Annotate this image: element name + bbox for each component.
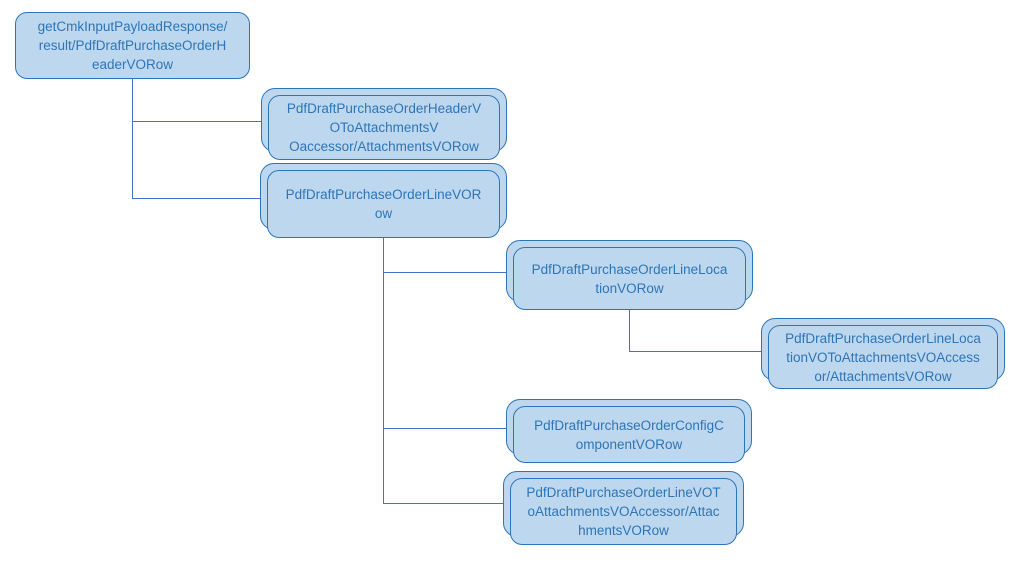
node-configcomponent-vorow[interactable]: PdfDraftPurchaseOrderConfigC omponentVOR… xyxy=(513,406,745,463)
connector-line-to-line-attachments xyxy=(383,503,503,505)
connector-root-trunk xyxy=(132,79,134,199)
node-line-attachments-vorow[interactable]: PdfDraftPurchaseOrderLineVOT oAttachment… xyxy=(510,478,737,545)
connector-line-trunk xyxy=(383,238,385,504)
node-header-attachments-vorow[interactable]: PdfDraftPurchaseOrderHeaderV OToAttachme… xyxy=(268,95,500,160)
node-linelocation-attachments-vorow[interactable]: PdfDraftPurchaseOrderLineLoca tionVOToAt… xyxy=(768,325,998,389)
connector-linelocation-trunk xyxy=(629,310,631,352)
connector-line-to-configcomponent xyxy=(383,428,506,430)
connector-linelocation-to-attachments xyxy=(629,351,761,353)
connector-root-to-line xyxy=(132,198,260,200)
connector-root-to-header-attachments xyxy=(132,121,261,123)
node-line-vorow[interactable]: PdfDraftPurchaseOrderLineVOR ow xyxy=(267,170,500,238)
connector-line-to-linelocation xyxy=(383,272,506,274)
node-linelocation-vorow[interactable]: PdfDraftPurchaseOrderLineLoca tionVORow xyxy=(513,247,746,310)
node-root-header-vorow[interactable]: getCmkInputPayloadResponse/ result/PdfDr… xyxy=(15,12,250,79)
